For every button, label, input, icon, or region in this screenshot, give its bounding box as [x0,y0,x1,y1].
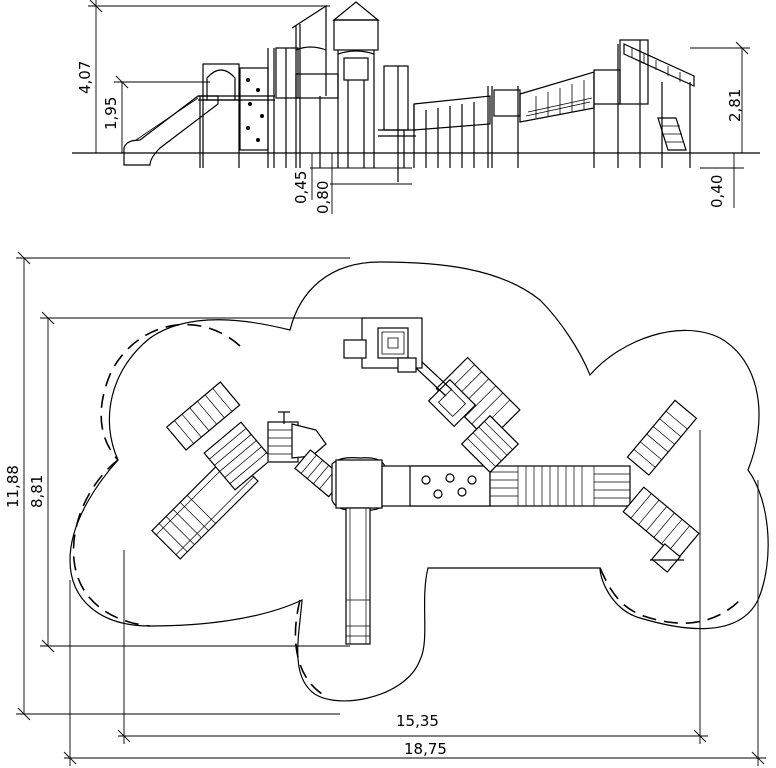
elevation-climbing-wall [239,48,275,168]
dim-inner-width-label: 15,35 [396,712,439,730]
dim-right-height: 2,81 [690,41,750,153]
dim-total-height-label: 4,07 [76,61,94,94]
elevation-slide-left [123,95,219,168]
plan-platform-left [203,421,273,491]
dim-right-height-label: 2,81 [726,89,744,122]
dim-inner-width: 15,35 [117,430,708,744]
dim-outer-height-label: 11,88 [4,465,22,508]
plan-stair-left [165,381,241,451]
dim-outer-width: 18,75 [63,480,766,766]
dim-platform-height-label: 1,95 [102,97,120,130]
plan-center-roof [331,457,387,511]
dim-total-height: 4,07 [76,0,330,153]
plan-ladder-right [626,399,698,476]
plan-roof-small [267,411,327,463]
plan-vehicle-top [343,317,453,397]
plan-ramp-right [622,486,700,559]
elevation-bridge-right [535,44,621,168]
elevation-view: 4,07 1,95 [72,0,760,214]
dim-platform-height: 1,95 [102,75,210,153]
elevation-tower-center [275,1,380,168]
plan-slide-center [345,507,371,645]
dim-foundation-c-label: 0,40 [708,175,726,208]
plan-platform-top [460,414,520,474]
plan-view: 11,88 8,81 15,35 18,75 [4,251,769,766]
dim-outer-width-label: 18,75 [404,740,447,758]
safety-zone-dashed [72,323,241,627]
dim-inner-height-label: 8,81 [28,475,46,508]
elevation-tower-left [198,63,275,168]
dim-foundation-b-label: 0,80 [314,181,332,214]
elevation-bridge-mid [378,65,416,182]
plan-bridge-panels [381,465,491,507]
dim-outer-height: 11,88 [4,251,350,721]
dim-foundation: 0,45 0,80 0,40 [292,153,744,214]
elevation-tower-right [619,39,695,168]
plan-step-right [650,543,684,573]
dim-foundation-a-label: 0,45 [292,171,310,204]
plan-bridge-right [489,465,631,507]
elevation-platform-mid-right [413,71,595,168]
